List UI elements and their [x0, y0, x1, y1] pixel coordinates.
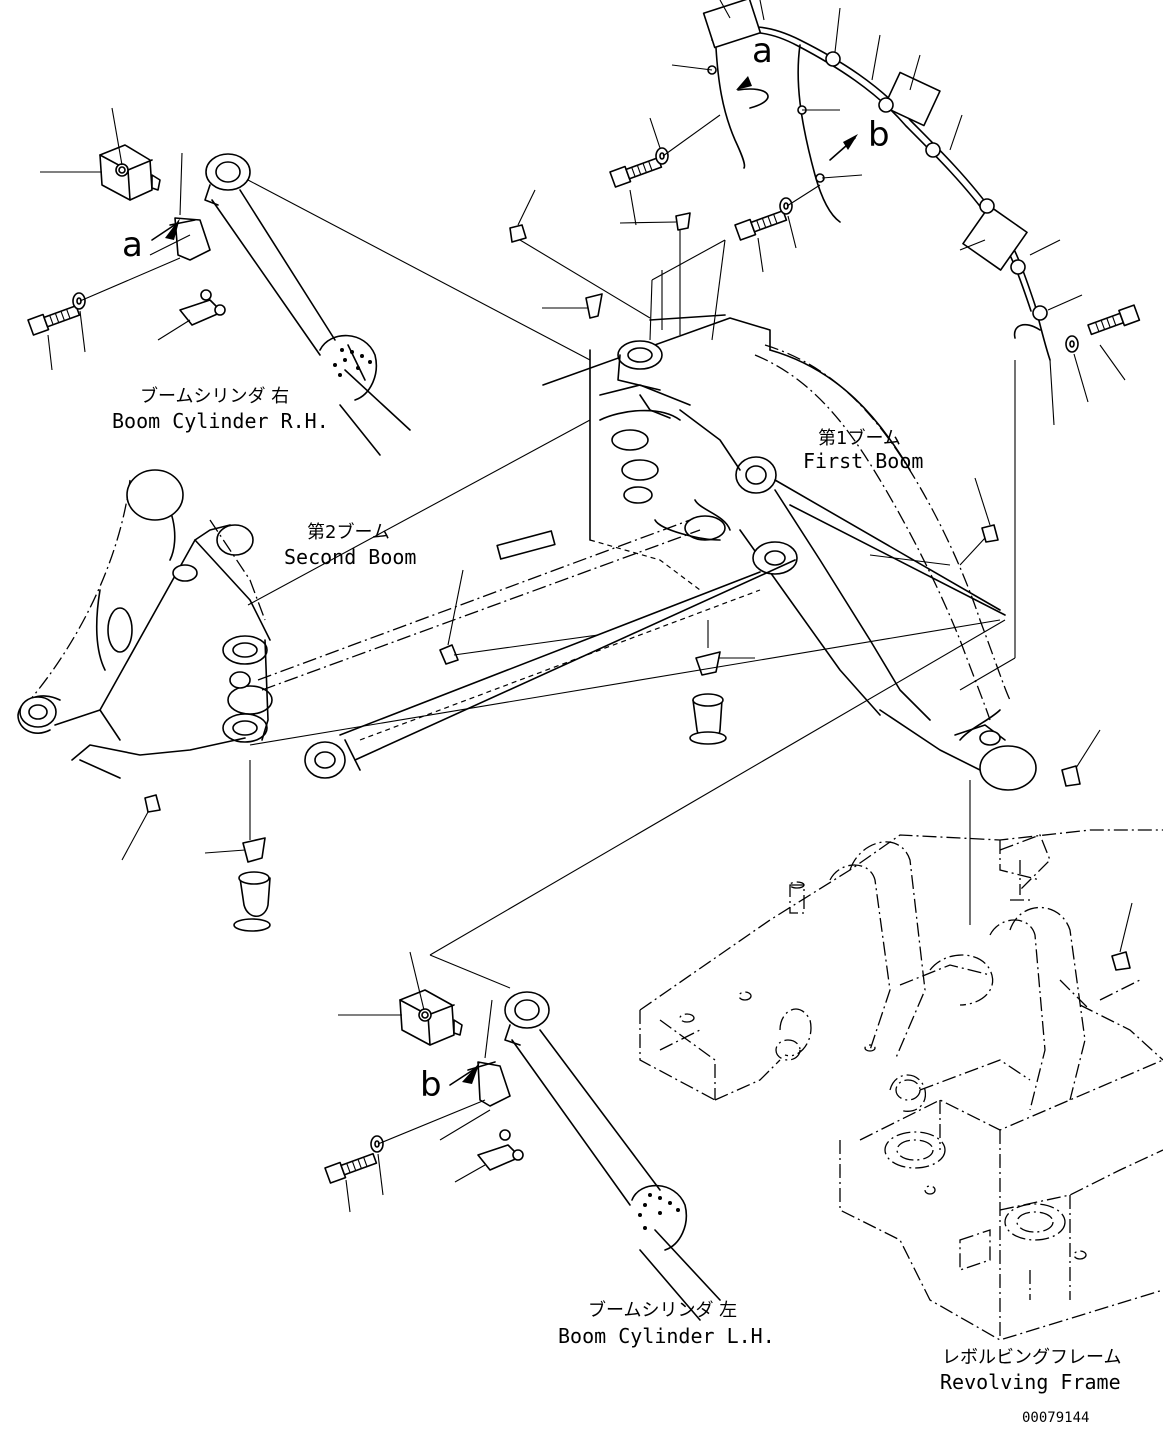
callout-a-sensor: a: [122, 225, 143, 265]
callout-b-sensor: b: [420, 1065, 442, 1105]
harness-bolts: [609, 114, 1141, 426]
boom-cylinder-rh-jp-label: ブームシリンダ 右: [140, 385, 289, 407]
revolving-frame-en-label: Revolving Frame: [940, 1370, 1121, 1394]
connecting-cylinder: [257, 519, 798, 779]
second-boom: [17, 469, 273, 779]
wire-harness: [671, 0, 1083, 361]
assembly-lines: [247, 179, 1016, 989]
bolt-rh: [27, 257, 181, 371]
drawing-number: 00079144: [1022, 1410, 1089, 1426]
boom-cylinder-lh-jp-label: ブームシリンダ 左: [588, 1299, 737, 1321]
first-boom: [496, 314, 1037, 791]
bolt-lh: [324, 1099, 486, 1213]
first-boom-jp-label: 第1ブーム: [818, 427, 901, 449]
angle-sensor-rh: [40, 107, 226, 341]
angle-sensor-lh: [338, 951, 524, 1183]
revolving-frame-jp-label: レボルビングフレーム: [942, 1347, 1121, 1368]
second-boom-en-label: Second Boom: [284, 545, 416, 569]
pins: [204, 620, 755, 932]
first-boom-en-label: First Boom: [803, 449, 923, 473]
callout-b-harness: b: [868, 115, 890, 155]
second-boom-jp-label: 第2ブーム: [307, 521, 390, 543]
callout-a-harness: a: [752, 31, 773, 71]
revolving-frame: [639, 829, 1163, 1341]
boom-cylinder-lh: [504, 991, 721, 1321]
boom-cylinder-rh: [204, 153, 411, 456]
boom-cylinder-rh-en-label: Boom Cylinder R.H.: [112, 409, 329, 433]
boom-cylinder-lh-en-label: Boom Cylinder L.H.: [558, 1324, 775, 1348]
grease-fittings: [121, 189, 1133, 971]
